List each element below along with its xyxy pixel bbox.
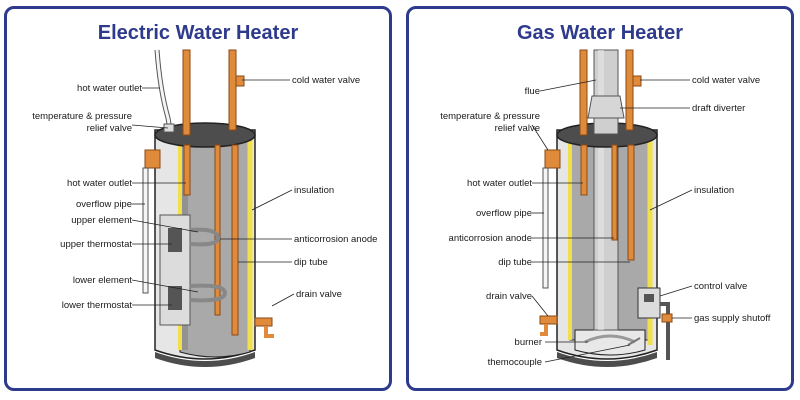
- label-gas-flue: flue: [525, 86, 540, 97]
- electric-overflow-pipe: [142, 167, 149, 294]
- gas-supply-line: [660, 302, 670, 360]
- electric-drain-valve: [254, 317, 273, 327]
- gas-burner: [584, 334, 636, 344]
- label-gas-tpr-valve-2: relief valve: [495, 123, 540, 134]
- electric-lower-thermostat: [168, 286, 182, 310]
- label-electric-overflow-pipe: overflow pipe: [76, 199, 132, 210]
- label-electric-tpr-valve-2: relief valve: [87, 123, 132, 134]
- label-electric-insulation: insulation: [294, 185, 334, 196]
- gas-control-valve: [637, 287, 661, 319]
- gas-shutoff-valve: [661, 313, 673, 323]
- gas-anode: [611, 144, 618, 241]
- label-electric-drain-valve: drain valve: [296, 289, 342, 300]
- label-gas-tpr-valve-1: temperature & pressure: [440, 111, 540, 122]
- label-gas-insulation: insulation: [694, 185, 734, 196]
- electric-hot-pipe: [155, 49, 172, 131]
- label-gas-control-valve: control valve: [694, 281, 747, 292]
- label-gas-draft-diverter: draft diverter: [692, 103, 745, 114]
- label-gas-drain-valve: drain valve: [486, 291, 532, 302]
- gas-draft-diverter: [587, 95, 625, 119]
- gas-tp-valve: [544, 149, 561, 169]
- gas-dip-tube: [627, 144, 635, 261]
- electric-upper-element: [189, 227, 221, 247]
- label-electric-anode: anticorrosion anode: [294, 234, 377, 245]
- gas-hot-outlet-pipe: [579, 49, 588, 136]
- electric-hot-outlet-pipe: [182, 49, 191, 136]
- electric-upper-thermostat: [168, 228, 182, 252]
- gas-heater-drawing: flue temperature & pressure relief valve…: [440, 49, 771, 368]
- electric-anode: [214, 144, 221, 316]
- label-gas-thermocouple: themocouple: [488, 357, 542, 368]
- electric-heater-drawing: hot water outlet temperature & pressure …: [32, 49, 377, 367]
- label-electric-upper-element: upper element: [71, 215, 132, 226]
- electric-cold-valve: [235, 75, 245, 87]
- electric-cold-pipe: [228, 49, 237, 131]
- gas-cold-valve: [632, 75, 642, 87]
- label-gas-cold-valve: cold water valve: [692, 75, 760, 86]
- electric-dip-tube: [231, 144, 239, 336]
- label-gas-hot-outlet: hot water outlet: [467, 178, 532, 189]
- label-electric-lower-element: lower element: [73, 275, 132, 286]
- label-gas-overflow-pipe: overflow pipe: [476, 208, 532, 219]
- electric-tp-valve: [144, 149, 161, 169]
- label-gas-dip-tube: dip tube: [498, 257, 532, 268]
- electric-lower-element: [189, 283, 228, 303]
- label-electric-upper-thermostat: upper thermostat: [60, 239, 132, 250]
- label-electric-lower-thermostat: lower thermostat: [62, 300, 133, 311]
- label-electric-tpr-valve-1: temperature & pressure: [32, 111, 132, 122]
- label-electric-hot-outlet: hot water outlet: [67, 178, 132, 189]
- label-electric-dip-tube: dip tube: [294, 257, 328, 268]
- gas-cold-pipe: [625, 49, 634, 131]
- label-gas-shutoff: gas supply shutoff: [694, 313, 771, 324]
- electric-heater-title: Electric Water Heater: [97, 22, 299, 44]
- gas-drain-valve: [539, 315, 558, 325]
- gas-overflow-pipe: [542, 167, 549, 289]
- label-electric-cold-valve: cold water valve: [292, 75, 360, 86]
- label-gas-anode: anticorrosion anode: [449, 233, 532, 244]
- gas-heater-title: Gas Water Heater: [517, 22, 683, 44]
- label-gas-burner: burner: [515, 337, 542, 348]
- label-electric-hot-outlet-top: hot water outlet: [77, 83, 142, 94]
- gas-thermocouple: [627, 337, 641, 346]
